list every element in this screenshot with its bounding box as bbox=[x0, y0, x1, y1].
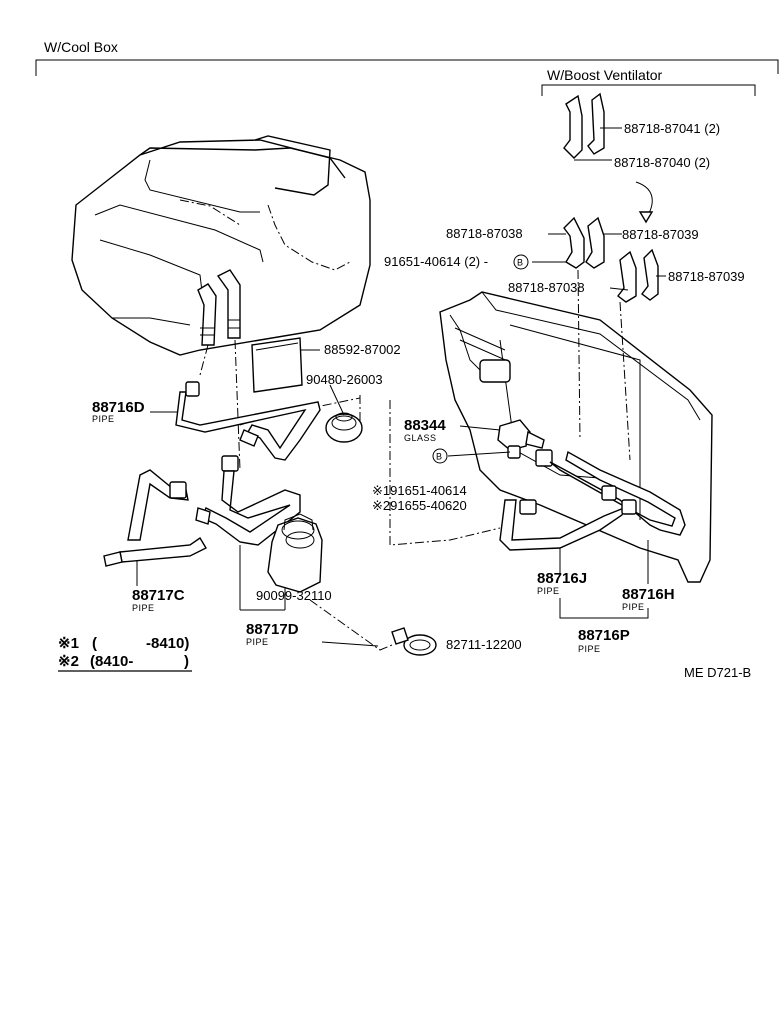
legend-row1-mark: ※1 bbox=[58, 635, 79, 652]
pipe-88717D bbox=[195, 455, 301, 611]
part-88717D-pipe: PIPE bbox=[246, 637, 269, 647]
part-88344: 88344 bbox=[404, 417, 446, 434]
part-88344-glass: GLASS bbox=[404, 433, 437, 443]
part-88717C: 88717C bbox=[132, 587, 185, 604]
part-88716D: 88716D bbox=[92, 399, 145, 416]
legend-row2-value: (8410- bbox=[90, 653, 133, 670]
sub-header-bracket bbox=[541, 84, 756, 96]
drain-cap bbox=[267, 513, 323, 593]
diagram-code: ME D721-B bbox=[684, 665, 751, 680]
legend-row2-mark: ※2 bbox=[58, 653, 79, 670]
part-88718-87039-lower: 88718-87039 bbox=[668, 269, 745, 284]
pipe-88717C bbox=[103, 469, 207, 586]
part-88716P-pipe: PIPE bbox=[578, 644, 601, 654]
part-88716D-pipe: PIPE bbox=[92, 414, 115, 424]
part-88718-87041: 88718-87041 (2) bbox=[624, 121, 720, 136]
b-marker-mid: B bbox=[432, 448, 448, 464]
bracket-set-top bbox=[563, 92, 605, 159]
drain-hose-pair bbox=[197, 269, 241, 346]
pipe-88716H bbox=[535, 449, 686, 584]
part-88716J-pipe: PIPE bbox=[537, 586, 560, 596]
cool-box-housing bbox=[71, 135, 371, 356]
part-82711-12200: 82711-12200 bbox=[446, 637, 522, 652]
b-marker-top-text: B bbox=[517, 258, 524, 268]
sight-glass-valve bbox=[497, 419, 545, 459]
down-arrow bbox=[635, 181, 654, 224]
part-90099-32110: 90099-32110 bbox=[256, 588, 332, 603]
part-88716P: 88716P bbox=[578, 627, 630, 644]
hose-clamp bbox=[391, 627, 437, 656]
grommet bbox=[325, 412, 363, 443]
legend: ※1 ( -8410) ※2 (8410- ) bbox=[58, 635, 192, 672]
part-88717D: 88717D bbox=[246, 621, 299, 638]
part-88717C-pipe: PIPE bbox=[132, 603, 155, 613]
part-90480-26003: 90480-26003 bbox=[306, 372, 383, 387]
part-88592-87002: 88592-87002 bbox=[324, 342, 401, 357]
legend-row1-value: -8410) bbox=[146, 635, 189, 652]
part-note1-91651-40614: ※191651-40614 bbox=[372, 483, 467, 498]
part-88718-87039-upper: 88718-87039 bbox=[622, 227, 699, 242]
b-marker-top: B bbox=[513, 254, 529, 270]
leader-lines bbox=[150, 127, 666, 647]
bracket-88716P bbox=[559, 598, 649, 619]
legend-row2-close: ) bbox=[184, 653, 189, 670]
main-header-bracket bbox=[35, 59, 779, 76]
part-88718-87038-lower: 88718-87038 bbox=[508, 280, 585, 295]
part-88716H-pipe: PIPE bbox=[622, 602, 645, 612]
b-marker-mid-text: B bbox=[436, 452, 443, 462]
seal-pad bbox=[251, 337, 303, 393]
part-88716J: 88716J bbox=[537, 570, 587, 587]
sub-title: W/Boost Ventilator bbox=[547, 67, 663, 83]
part-88716H: 88716H bbox=[622, 586, 675, 603]
part-88718-87040: 88718-87040 (2) bbox=[614, 155, 710, 170]
part-88718-87038-upper: 88718-87038 bbox=[446, 226, 523, 241]
pipe-88716D bbox=[175, 381, 321, 461]
main-title: W/Cool Box bbox=[44, 39, 118, 55]
pipe-88716J bbox=[499, 499, 626, 575]
part-91651-40614: 91651-40614 (2) - bbox=[384, 254, 488, 269]
legend-row1-paren: ( bbox=[92, 635, 97, 652]
part-note2-91655-40620: ※291655-40620 bbox=[372, 498, 467, 513]
